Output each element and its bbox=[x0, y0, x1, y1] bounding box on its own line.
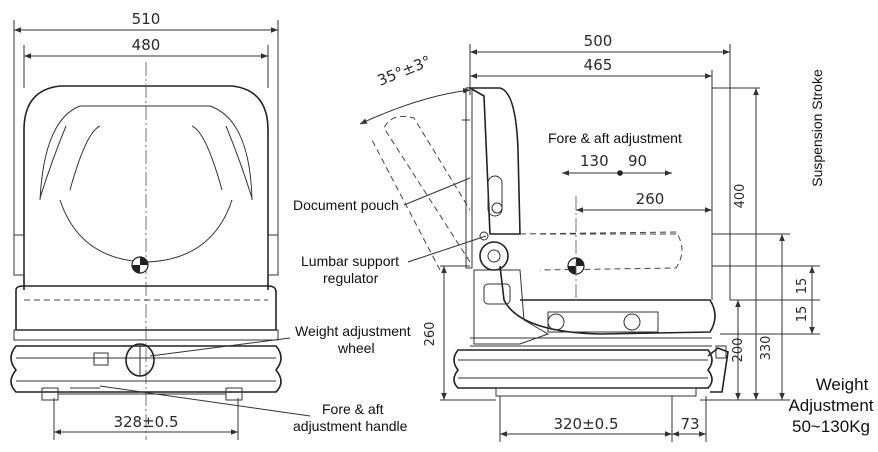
side-view: 500 465 35°±3° bbox=[359, 32, 825, 442]
dim-fore-aft-back: 130 bbox=[580, 152, 609, 170]
dim-front-overall-width: 510 bbox=[132, 10, 161, 28]
weight-adjustment-range: 50~130Kg bbox=[792, 417, 870, 436]
weight-adjustment: Weight Adjustment 50~130Kg bbox=[788, 375, 873, 436]
label-lumbar-line2: regulator bbox=[323, 270, 379, 286]
dim-fore-aft-forward: 90 bbox=[628, 152, 647, 170]
label-suspension-stroke: Suspension Stroke bbox=[809, 69, 825, 187]
dim-side-overall-depth: 500 bbox=[584, 32, 613, 50]
label-weight-wheel-line2: wheel bbox=[337, 340, 375, 356]
dim-height-base-a: 200 bbox=[731, 338, 746, 363]
weight-adjustment-line2: Adjustment bbox=[788, 396, 873, 415]
label-handle-line2: adjustment handle bbox=[293, 418, 408, 434]
dim-front-cushion-width: 480 bbox=[132, 36, 161, 54]
label-handle-line1: Fore & aft bbox=[322, 401, 384, 417]
dim-suspension-b: 15 bbox=[795, 306, 810, 323]
callouts: Document pouch Lumbar support regulator … bbox=[293, 177, 487, 434]
label-document-pouch: Document pouch bbox=[293, 197, 399, 213]
weight-adjustment-line1: Weight bbox=[816, 375, 869, 394]
label-fore-aft-adjustment: Fore & aft adjustment bbox=[548, 130, 682, 146]
dim-height-backrest: 400 bbox=[733, 184, 748, 209]
dim-height-base-b: 330 bbox=[759, 336, 774, 361]
front-view: 510 480 bbox=[10, 10, 311, 440]
label-lumbar-line1: Lumbar support bbox=[301, 253, 399, 269]
dim-sip-to-front: 260 bbox=[636, 190, 665, 208]
dim-suspension-a: 15 bbox=[795, 278, 810, 295]
dim-handle-offset: 73 bbox=[680, 415, 699, 433]
dim-front-rail-spacing: 328±0.5 bbox=[113, 413, 178, 431]
dim-side-rail-spacing: 320±0.5 bbox=[553, 415, 618, 433]
dim-side-backrest-depth: 465 bbox=[584, 56, 613, 74]
dim-backrest-angle: 35°±3° bbox=[375, 52, 434, 90]
dim-seat-height: 260 bbox=[423, 322, 438, 347]
label-weight-wheel-line1: Weight adjustment bbox=[295, 323, 411, 339]
